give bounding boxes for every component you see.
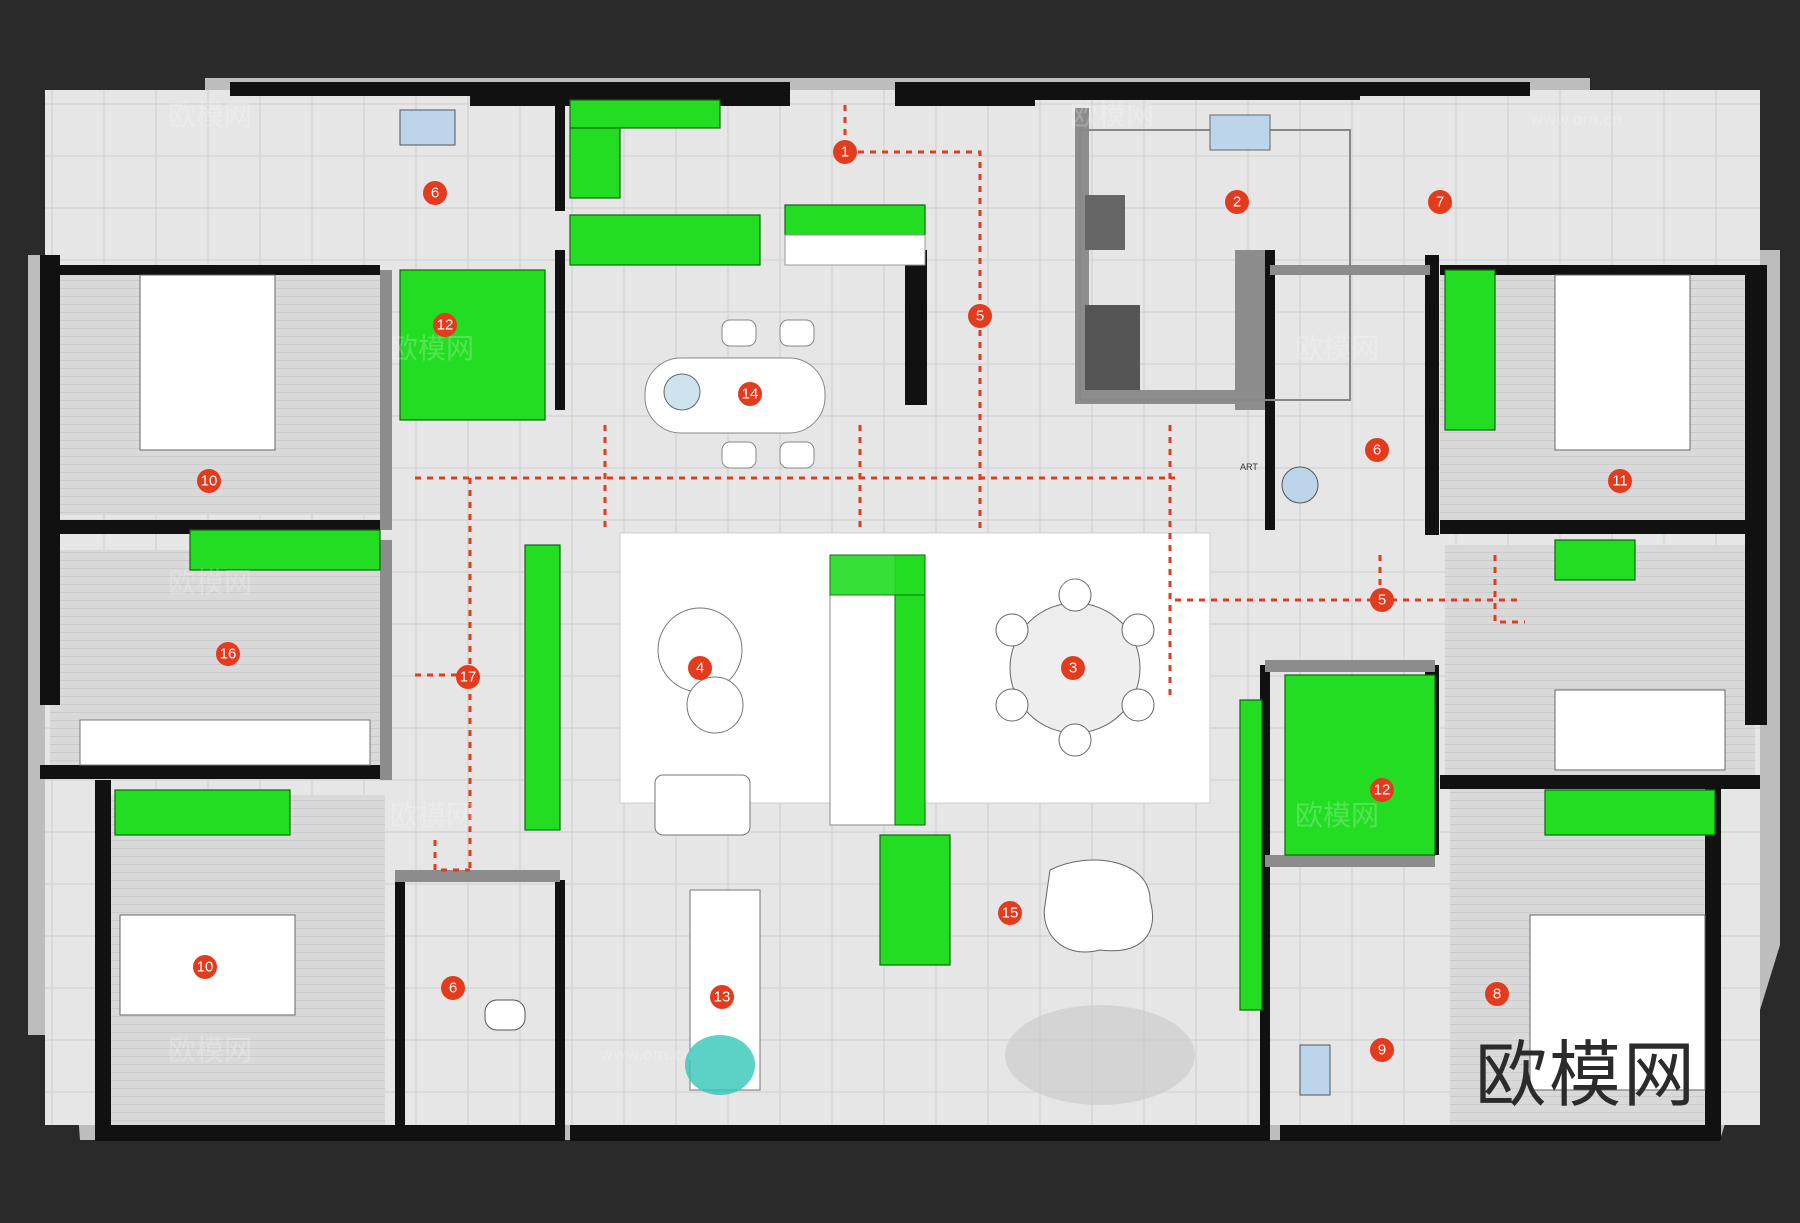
watermark-text: 欧模网 — [390, 799, 474, 832]
watermark-logo: 欧模网 — [1475, 1033, 1697, 1117]
bath-e-tub — [1299, 1044, 1331, 1096]
room-marker[interactable]: 13 — [710, 985, 734, 1009]
room-marker-label: 5 — [1378, 592, 1386, 609]
fridge — [1085, 305, 1140, 390]
room-marker[interactable]: 15 — [998, 901, 1022, 925]
room-marker[interactable]: 6 — [423, 181, 447, 205]
room-marker[interactable]: 8 — [1485, 982, 1509, 1006]
tv-wall — [905, 250, 927, 405]
side-table — [686, 676, 744, 734]
room-marker[interactable]: 17 — [456, 665, 480, 689]
room-marker[interactable]: 5 — [1370, 588, 1394, 612]
room-marker-label: 7 — [1436, 194, 1444, 211]
room-marker-label: 6 — [1373, 442, 1381, 459]
room-marker-label: 13 — [714, 989, 731, 1006]
watermark-text: 欧模网 — [168, 566, 252, 599]
room-marker[interactable]: 12 — [433, 313, 457, 337]
circulation-path — [415, 105, 1525, 872]
room-marker-label: 10 — [201, 473, 218, 490]
room-marker-label: 8 — [1493, 986, 1501, 1003]
round-table-chairs — [995, 578, 1155, 757]
room-marker-label: 15 — [1002, 905, 1019, 922]
room-marker-label: 6 — [431, 185, 439, 202]
desk — [79, 719, 371, 766]
room-marker[interactable]: 4 — [688, 656, 712, 680]
kitchen-sink — [1209, 114, 1271, 151]
watermark-text: 欧模网 — [1295, 332, 1379, 365]
art-label: ART — [1240, 462, 1258, 472]
room-marker[interactable]: 6 — [1365, 438, 1389, 462]
watermark-text: 欧模网 — [1295, 799, 1379, 832]
watermark-text: 欧模网 — [168, 1034, 252, 1067]
room-marker[interactable]: 5 — [968, 304, 992, 328]
room-marker-label: 12 — [1374, 782, 1391, 799]
room-marker-label: 1 — [841, 144, 849, 161]
room-marker[interactable]: 10 — [197, 469, 221, 493]
room-marker-label: 9 — [1378, 1042, 1386, 1059]
watermarks: 欧模网 欧模网 欧模网 欧模网 欧模网 欧模网 欧模网 欧模网 欧模网 www.… — [168, 99, 1697, 1117]
room-marker[interactable]: 11 — [1608, 469, 1632, 493]
stove — [1085, 195, 1125, 250]
room-markers: 1 2 3 4 5 5 6 6 6 7 8 9 10 10 11 12 12 1… — [193, 140, 1632, 1062]
room-marker-label: 14 — [742, 386, 759, 403]
watermark-url: www.om.cn — [1530, 110, 1622, 129]
room-marker-label: 5 — [976, 308, 984, 325]
room-marker-label: 2 — [1233, 194, 1241, 211]
room-marker-label: 4 — [696, 660, 704, 677]
room-marker[interactable]: 16 — [216, 642, 240, 666]
room-marker[interactable]: 10 — [193, 955, 217, 979]
table-lamp — [663, 373, 701, 411]
room-marker[interactable]: 6 — [441, 976, 465, 1000]
room-marker[interactable]: 12 — [1370, 778, 1394, 802]
armchair — [654, 774, 751, 836]
room-marker[interactable]: 3 — [1061, 656, 1085, 680]
watermark-text: 欧模网 — [168, 99, 252, 132]
watermark-text: 欧模网 — [1060, 566, 1144, 599]
room-marker-label: 3 — [1069, 660, 1077, 677]
room-marker[interactable]: 7 — [1428, 190, 1452, 214]
toilet-sw — [484, 999, 526, 1031]
room-marker-label: 17 — [460, 669, 477, 686]
green-cabinets — [114, 99, 1716, 1011]
bath-ne-basin — [1281, 466, 1319, 504]
room-marker[interactable]: 9 — [1370, 1038, 1394, 1062]
bath-nw-vanity — [399, 109, 456, 146]
media-console — [784, 234, 926, 266]
room-marker-label: 16 — [220, 646, 237, 663]
room-marker[interactable]: 2 — [1225, 190, 1249, 214]
room-marker-label: 10 — [197, 959, 214, 976]
play-rug — [1005, 1005, 1195, 1105]
watermark-text: 欧模网 — [390, 332, 474, 365]
rug-piece — [685, 1035, 755, 1095]
room-marker[interactable]: 1 — [833, 140, 857, 164]
room-marker-label: 12 — [437, 317, 454, 334]
play-table — [1043, 859, 1154, 953]
room-marker-label: 11 — [1612, 473, 1628, 490]
dining-chairs — [721, 319, 815, 469]
sectional-sofa — [829, 554, 926, 826]
room-marker-label: 6 — [449, 980, 457, 997]
watermark-url: www.om.cn — [600, 1045, 692, 1064]
room-marker[interactable]: 14 — [738, 382, 762, 406]
watermark-text: 欧模网 — [1070, 99, 1154, 132]
